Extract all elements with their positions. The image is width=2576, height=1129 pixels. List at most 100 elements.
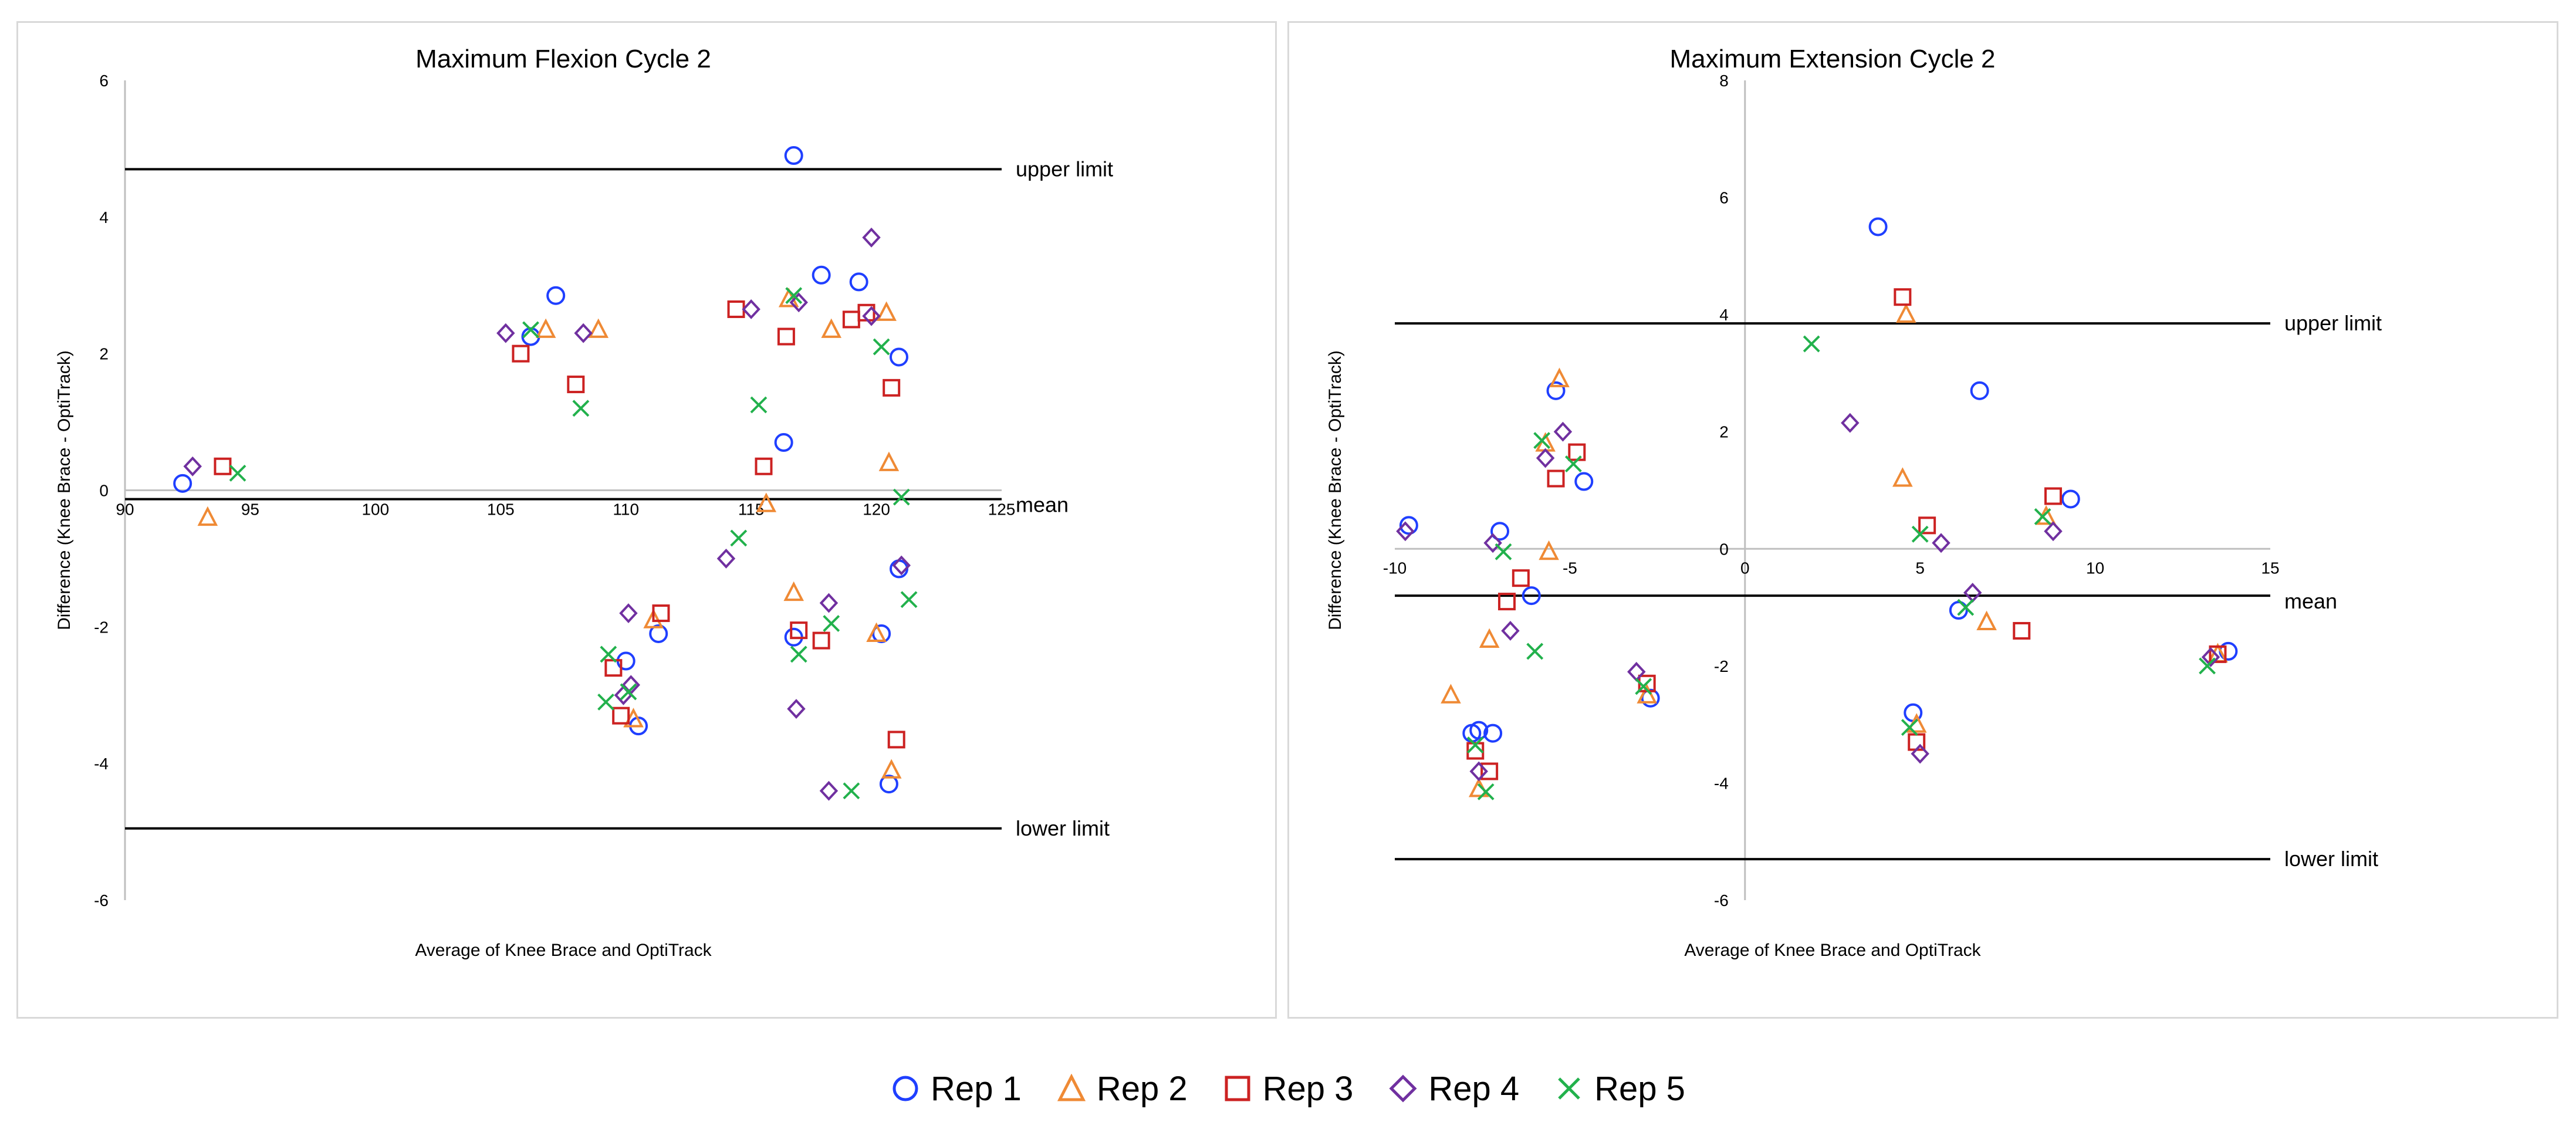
data-point-rep-1 [879, 775, 898, 794]
data-point-rep-5 [1564, 455, 1582, 473]
legend-label: Rep 1 [931, 1069, 1022, 1108]
reference-line-label: mean [1016, 493, 1069, 517]
data-point-rep-1 [546, 286, 566, 305]
data-point-rep-5 [1477, 783, 1495, 800]
y-tick-label: 2 [1719, 423, 1729, 441]
data-point-rep-3 [567, 376, 585, 394]
data-point-rep-4 [1483, 533, 1502, 553]
data-point-rep-2 [756, 492, 777, 512]
data-point-rep-5 [790, 645, 807, 663]
data-point-rep-3 [512, 344, 530, 363]
data-point-rep-5 [785, 287, 803, 305]
chart-legend: Rep 1 Rep 2 Rep 3 Rep 4 Rep 5 [0, 1065, 2576, 1112]
data-point-rep-5 [823, 615, 840, 632]
y-tick-label: 4 [99, 208, 109, 227]
data-point-rep-3 [842, 310, 860, 329]
data-point-rep-2 [1976, 610, 1997, 631]
y-tick-label: 0 [1719, 540, 1729, 558]
data-point-rep-1 [1399, 516, 1418, 535]
x-tick-label: 5 [1915, 559, 1925, 577]
chart-title: Maximum Extension Cycle 2 [1669, 45, 1995, 73]
data-point-rep-3 [1918, 516, 1936, 535]
diamond-icon [1389, 1074, 1417, 1103]
data-point-rep-4 [1627, 661, 1646, 682]
y-tick-label: -2 [1714, 657, 1729, 675]
reference-line-label: upper limit [1016, 157, 1113, 181]
data-point-rep-5 [900, 591, 918, 609]
data-point-rep-4 [862, 227, 881, 248]
data-point-rep-2 [1637, 684, 1657, 704]
y-tick-label: -6 [1714, 891, 1729, 910]
x-tick-label: -10 [1383, 559, 1407, 577]
data-point-rep-3 [2209, 645, 2227, 663]
data-point-rep-5 [1533, 432, 1551, 449]
data-point-rep-3 [652, 604, 670, 623]
data-point-rep-5 [893, 488, 910, 506]
data-point-rep-5 [730, 529, 748, 547]
data-point-rep-3 [812, 631, 830, 650]
data-point-rep-1 [1868, 217, 1888, 236]
x-tick-label: 0 [1740, 559, 1750, 577]
y-axis-label: Difference (Knee Brace - OptiTrack) [1326, 350, 1345, 630]
data-point-rep-1 [784, 146, 803, 165]
x-tick-label: 90 [116, 501, 134, 519]
data-point-rep-4 [789, 292, 808, 313]
data-point-rep-2 [535, 318, 556, 338]
x-tick-label: 115 [738, 501, 765, 519]
data-point-rep-1 [1949, 601, 1968, 620]
data-point-rep-4 [2044, 521, 2063, 542]
data-point-rep-2 [878, 451, 900, 471]
data-point-rep-3 [1466, 742, 1485, 760]
reference-line-label: upper limit [2284, 311, 2382, 335]
y-tick-label: -4 [1714, 774, 1729, 792]
data-point-rep-3 [612, 707, 630, 725]
data-point-rep-5 [1526, 643, 1544, 660]
data-point-rep-3 [1512, 569, 1530, 587]
data-point-rep-2 [1479, 628, 1500, 648]
data-point-rep-5 [572, 400, 590, 417]
data-point-rep-1 [889, 347, 908, 367]
data-point-rep-2 [821, 318, 842, 338]
y-tick-label: 0 [99, 482, 109, 500]
data-point-rep-1 [1490, 522, 1510, 541]
legend-label: Rep 5 [1594, 1069, 1685, 1108]
y-tick-label: -2 [94, 618, 109, 636]
data-point-rep-4 [742, 299, 760, 319]
data-point-rep-5 [2199, 657, 2216, 675]
y-tick-label: -6 [94, 891, 109, 910]
y-tick-label: 6 [99, 72, 109, 90]
data-point-rep-4 [892, 555, 911, 576]
data-point-rep-1 [173, 474, 192, 493]
legend-item-rep-5: Rep 5 [1554, 1069, 1685, 1108]
y-tick-label: 2 [99, 345, 109, 363]
data-point-rep-1 [812, 265, 831, 285]
x-axis-label: Average of Knee Brace and OptiTrack [1684, 941, 1981, 960]
data-point-rep-4 [1841, 413, 1860, 433]
data-point-rep-3 [214, 457, 232, 475]
chart-title: Maximum Flexion Cycle 2 [415, 45, 711, 73]
data-point-rep-3 [1568, 443, 1586, 461]
circle-icon [893, 1076, 918, 1101]
reference-line-label: mean [2284, 589, 2337, 613]
data-point-rep-3 [887, 731, 905, 749]
cross-icon [1558, 1077, 1580, 1100]
reference-line-label: lower limit [2284, 847, 2378, 871]
data-point-rep-5 [1957, 599, 1975, 616]
data-point-rep-4 [787, 699, 806, 719]
y-tick-label: 4 [1719, 306, 1729, 324]
data-point-rep-2 [876, 301, 897, 321]
data-point-rep-5 [843, 782, 860, 800]
data-point-rep-1 [1970, 381, 1989, 400]
data-point-rep-4 [1963, 583, 1982, 603]
x-tick-label: 95 [241, 501, 259, 519]
data-point-rep-4 [1396, 521, 1415, 542]
data-point-rep-5 [597, 693, 614, 711]
data-point-rep-3 [2013, 621, 2031, 640]
data-point-rep-4 [574, 323, 593, 343]
x-tick-label: 105 [487, 501, 515, 519]
y-tick-label: 6 [1719, 189, 1729, 207]
data-point-rep-1 [1574, 472, 1594, 491]
